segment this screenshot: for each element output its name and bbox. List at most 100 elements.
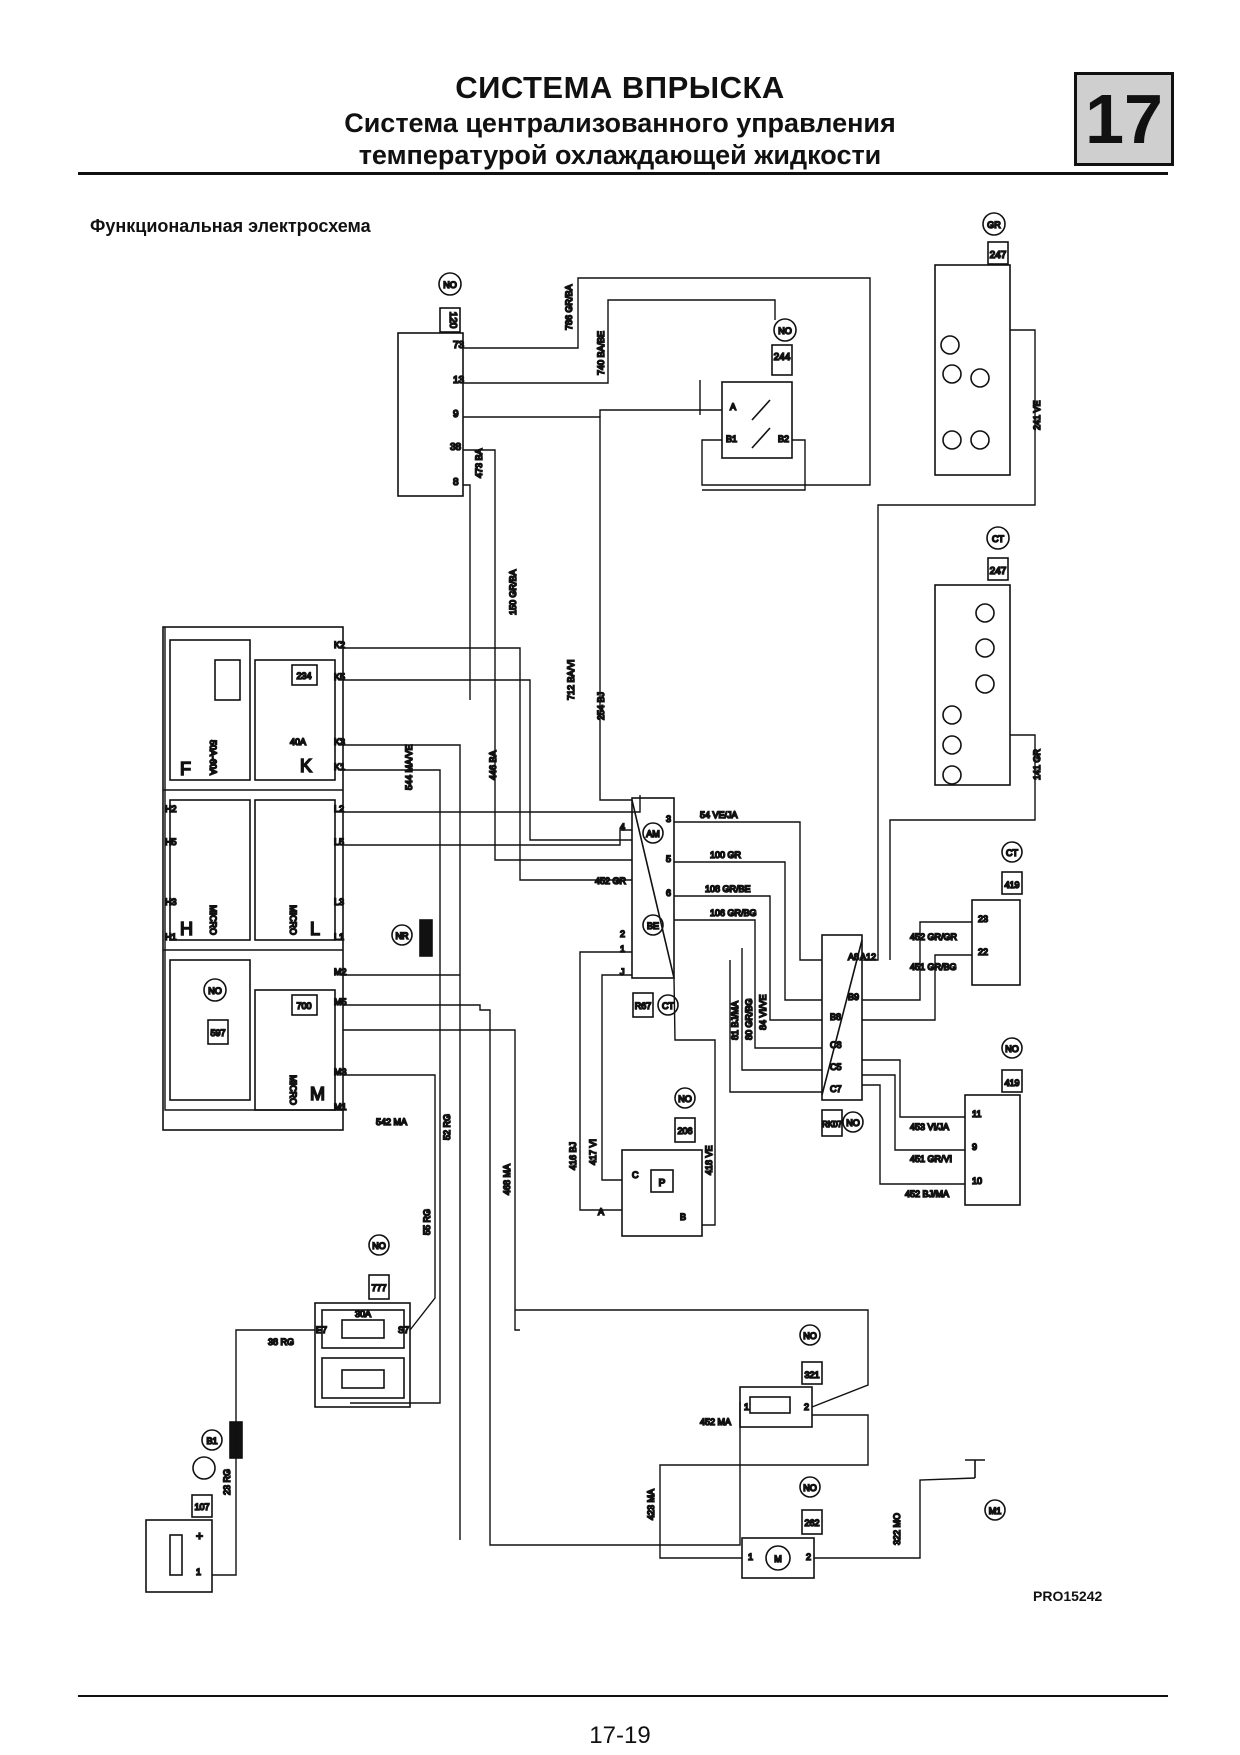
component-262-label: 262 [804,1518,819,1528]
ground-M1: M1 [965,1459,1006,1521]
component-234-label: 234 [296,671,311,681]
svg-text:11: 11 [972,1109,981,1119]
svg-text:241 VE: 241 VE [1032,400,1042,430]
component-247-ct: 247 CT [934,526,1011,786]
svg-text:C7: C7 [830,1084,842,1094]
component-120-label: 120 [447,312,458,329]
label-CT2: CT [662,1001,674,1011]
svg-text:453 VI/JA: 453 VI/JA [910,1122,949,1132]
label-B1: B1 [206,1436,217,1446]
svg-text:B9: B9 [848,992,859,1002]
relay-L-letter: L [310,919,320,939]
svg-text:M2: M2 [334,967,347,977]
fuse-rating: 30A [355,1309,371,1319]
label-NO1: NO [443,280,457,290]
component-247b-label: 247 [990,566,1007,577]
svg-text:416 BJ: 416 BJ [568,1142,578,1170]
svg-text:L1: L1 [334,932,344,942]
svg-text:322 MO: 322 MO [892,1513,902,1545]
svg-text:L5: L5 [334,837,344,847]
svg-text:452 MA: 452 MA [700,1417,731,1427]
relay-H-letter: H [180,919,193,939]
label-NO7: NO [372,1241,386,1251]
svg-text:254 BJ: 254 BJ [596,692,606,720]
relay-L-type: MICRO [288,905,298,935]
relay-M-type: MICRO [288,1075,298,1105]
svg-text:55 RG: 55 RG [422,1209,432,1235]
svg-text:M5: M5 [334,997,347,1007]
svg-text:10: 10 [972,1176,982,1186]
component-777: 30A 777 NO E7 S7 [314,1234,411,1408]
relay-F-letter: F [180,759,191,779]
component-RK07-label: RK07 [822,1120,843,1129]
svg-text:M3: M3 [334,1067,347,1077]
component-321: 321 NO 1 2 [739,1324,823,1428]
svg-text:K2: K2 [334,640,345,650]
svg-text:J: J [620,967,625,977]
connector-RK07: A12 A8 B9 B8 C8 C5 C7 RK07 NO [821,934,877,1137]
component-777-label: 777 [371,1283,386,1293]
svg-text:423 MA: 423 MA [646,1489,656,1520]
svg-text:K5: K5 [334,672,345,682]
svg-text:84 VI/VE: 84 VI/VE [758,994,768,1030]
pin-13: 13 [453,375,465,386]
svg-text:H2: H2 [165,804,177,814]
svg-text:1: 1 [620,944,625,954]
figure-reference: PRO15242 [1033,1588,1103,1604]
svg-text:80 GR/BG: 80 GR/BG [744,998,754,1040]
component-262: M 262 NO 1 2 [741,1476,823,1579]
pin-9: 9 [453,409,459,420]
page-number: 17-19 [589,1722,651,1749]
relay-box: F 50A-60A K 40A 234 H MICRO L MICRO 597 … [162,626,344,1131]
page-subtitle-line2: температурой охлаждающей жидкости [358,140,882,170]
component-107: + 1 107 [145,1456,216,1593]
relay-H-type: MICRO [208,905,218,935]
svg-text:106 GR/BG: 106 GR/BG [710,908,757,918]
svg-text:S7: S7 [398,1325,409,1335]
component-321-label: 321 [804,1370,819,1380]
component-419a-label: 419 [1004,880,1019,890]
svg-text:417 VI: 417 VI [588,1139,598,1165]
pin-38: 38 [450,442,462,453]
component-419b-label: 419 [1004,1078,1019,1088]
label-CT1: CT [992,534,1004,544]
wire-labels: 786 GR/BA 740 BA/BE 473 BA 150 GR/BA 712… [221,284,1043,1546]
svg-text:M: M [774,1554,782,1564]
svg-text:473 BA: 473 BA [474,448,484,478]
svg-text:22: 22 [978,947,988,957]
pin-B2: B2 [778,434,789,444]
svg-text:E7: E7 [316,1325,327,1335]
svg-text:2: 2 [806,1552,811,1562]
svg-text:446 BA: 446 BA [488,750,498,780]
component-419-ct: 419 CT 23 22 [971,841,1023,986]
label-NO6: NO [678,1094,692,1104]
label-NO3: NO [208,986,222,996]
svg-text:23: 23 [978,914,988,924]
svg-text:P: P [659,1178,666,1189]
label-NO2: NO [778,326,792,336]
component-247-gr: 247 GR [934,212,1011,476]
label-CT-419: CT [1006,848,1018,858]
page-title: СИСТЕМА ВПРЫСКА [455,70,785,105]
svg-text:K3: K3 [334,737,345,747]
svg-text:452 GR/GR: 452 GR/GR [910,932,958,942]
svg-text:1: 1 [196,1567,201,1577]
component-206: P 206 NO C A B [597,1087,703,1237]
svg-text:452 GR: 452 GR [595,876,627,886]
svg-text:K1: K1 [334,762,345,772]
svg-text:B: B [680,1212,686,1222]
label-NR: NR [396,931,409,941]
svg-text:740 BA/BE: 740 BA/BE [596,331,606,375]
svg-text:4: 4 [620,822,625,832]
component-419-no: 419 NO 11 9 10 [964,1037,1023,1206]
component-247a-label: 247 [990,250,1007,261]
label-AM: AM [646,829,660,839]
pin-73: 73 [453,340,465,351]
interconnect-block: AM BE 3 4 5 6 2 1 J R67 CT [619,797,679,1018]
svg-text:+: + [196,1529,203,1543]
wires [164,277,1036,1576]
relay-M-letter: M [310,1084,325,1104]
svg-text:5: 5 [666,854,671,864]
component-597-label: 597 [210,1028,225,1038]
svg-text:451 GR/VI: 451 GR/VI [910,1154,952,1164]
